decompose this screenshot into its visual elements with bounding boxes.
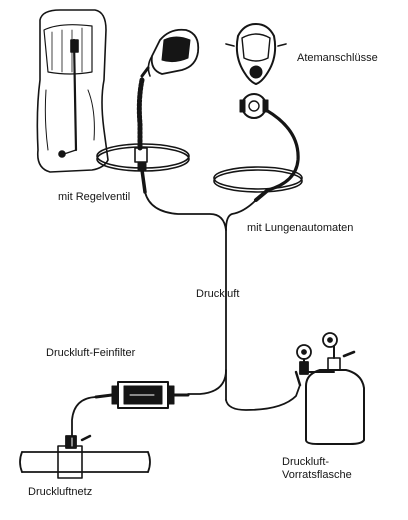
label-regelventil: mit Regelventil [58,191,131,203]
regulator-valve-icon [134,77,148,194]
label-druckluftnetz: Druckluftnetz [28,486,93,498]
label-vorratsflasche: Druckluft- Vorratsflasche [282,456,372,482]
label-vorratsflasche-line1: Druckluft- [282,456,330,468]
hood-suit-icon [36,9,109,173]
belt-icon [96,143,190,172]
half-mask-helmet-icon [140,28,200,78]
compressed-air-hose [187,369,301,411]
gas-cylinder-icon [305,345,365,445]
compressed-air-pipe-icon [19,434,151,479]
label-druckluft: Druckluft [196,288,240,300]
belt-icon [213,166,303,202]
label-lungenautomaten: mit Lungenautomaten [247,222,354,234]
label-feinfilter: Druckluft-Feinfilter [46,347,136,359]
compressed-air-hose [71,396,97,439]
fine-filter-icon [94,381,190,409]
pressure-gauge-icon [294,332,356,387]
label-atemanschluesse: Atemanschlüsse [297,52,378,64]
label-vorratsflasche-line2: Vorratsflasche [282,469,352,481]
lung-demand-valve-icon [239,93,300,192]
full-face-mask-icon [225,23,287,85]
